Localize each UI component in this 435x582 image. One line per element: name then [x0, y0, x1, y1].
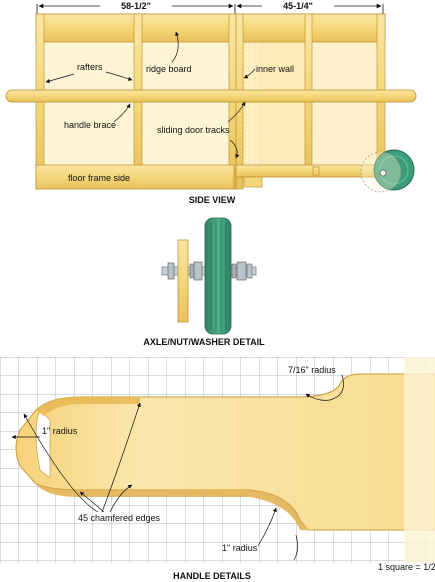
label-rafters: rafters [77, 62, 103, 72]
washer-2 [231, 263, 237, 279]
nut-right [236, 261, 247, 281]
side-wheel [360, 149, 415, 193]
side-view: 58-1/2" 45-1/4" [5, 1, 417, 205]
label-sliding-door-tracks: sliding door tracks [157, 125, 230, 135]
ridge-board [35, 13, 386, 43]
detail-wheel [204, 217, 232, 335]
label-radius-left: 1" radius [42, 426, 78, 436]
handle-details: 7/16" radius 1" radius 1" radius 45 cham… [0, 357, 435, 581]
handle-brace [5, 89, 417, 103]
nut-right-outer [246, 263, 253, 279]
washer-1 [189, 263, 195, 279]
handle-end-panel [404, 357, 435, 563]
floor-frame-block [243, 176, 263, 188]
dimension-line: 58-1/2" 45-1/4" [36, 1, 384, 16]
dimension-left: 58-1/2" [121, 1, 151, 11]
nut-left-outer [167, 262, 175, 280]
label-handle-brace: handle brace [64, 120, 116, 130]
label-radius-bottom: 1" radius [222, 543, 258, 553]
chamfer-top [36, 397, 140, 416]
axle-detail-title: AXLE/NUT/WASHER DETAIL [143, 337, 265, 347]
chamfer-bottom [36, 484, 308, 530]
dimension-right: 45-1/4" [283, 1, 313, 11]
axle-detail: AXLE/NUT/WASHER DETAIL [143, 217, 265, 347]
sliding-door-panel [242, 40, 307, 168]
scale-note: 1 square = 1/2" [378, 562, 435, 572]
side-view-title: SIDE VIEW [189, 195, 236, 205]
axle-board [177, 239, 189, 323]
sliding-door-tracks [246, 44, 258, 170]
nut-inner [193, 261, 203, 281]
label-radius-top: 7/16" radius [288, 365, 336, 375]
label-inner-wall: inner wall [256, 64, 294, 74]
handle-details-title: HANDLE DETAILS [173, 571, 251, 581]
floor-frame-side [35, 164, 235, 190]
floor-bracket [312, 166, 320, 176]
label-floor-frame-side: floor frame side [68, 173, 130, 183]
label-chamfered-edges: 45 chamfered edges [78, 513, 161, 523]
wheel-tread [210, 220, 227, 332]
label-ridge-board: ridge board [146, 64, 192, 74]
handle-notch [35, 409, 51, 479]
floor-frame-right [235, 164, 377, 178]
